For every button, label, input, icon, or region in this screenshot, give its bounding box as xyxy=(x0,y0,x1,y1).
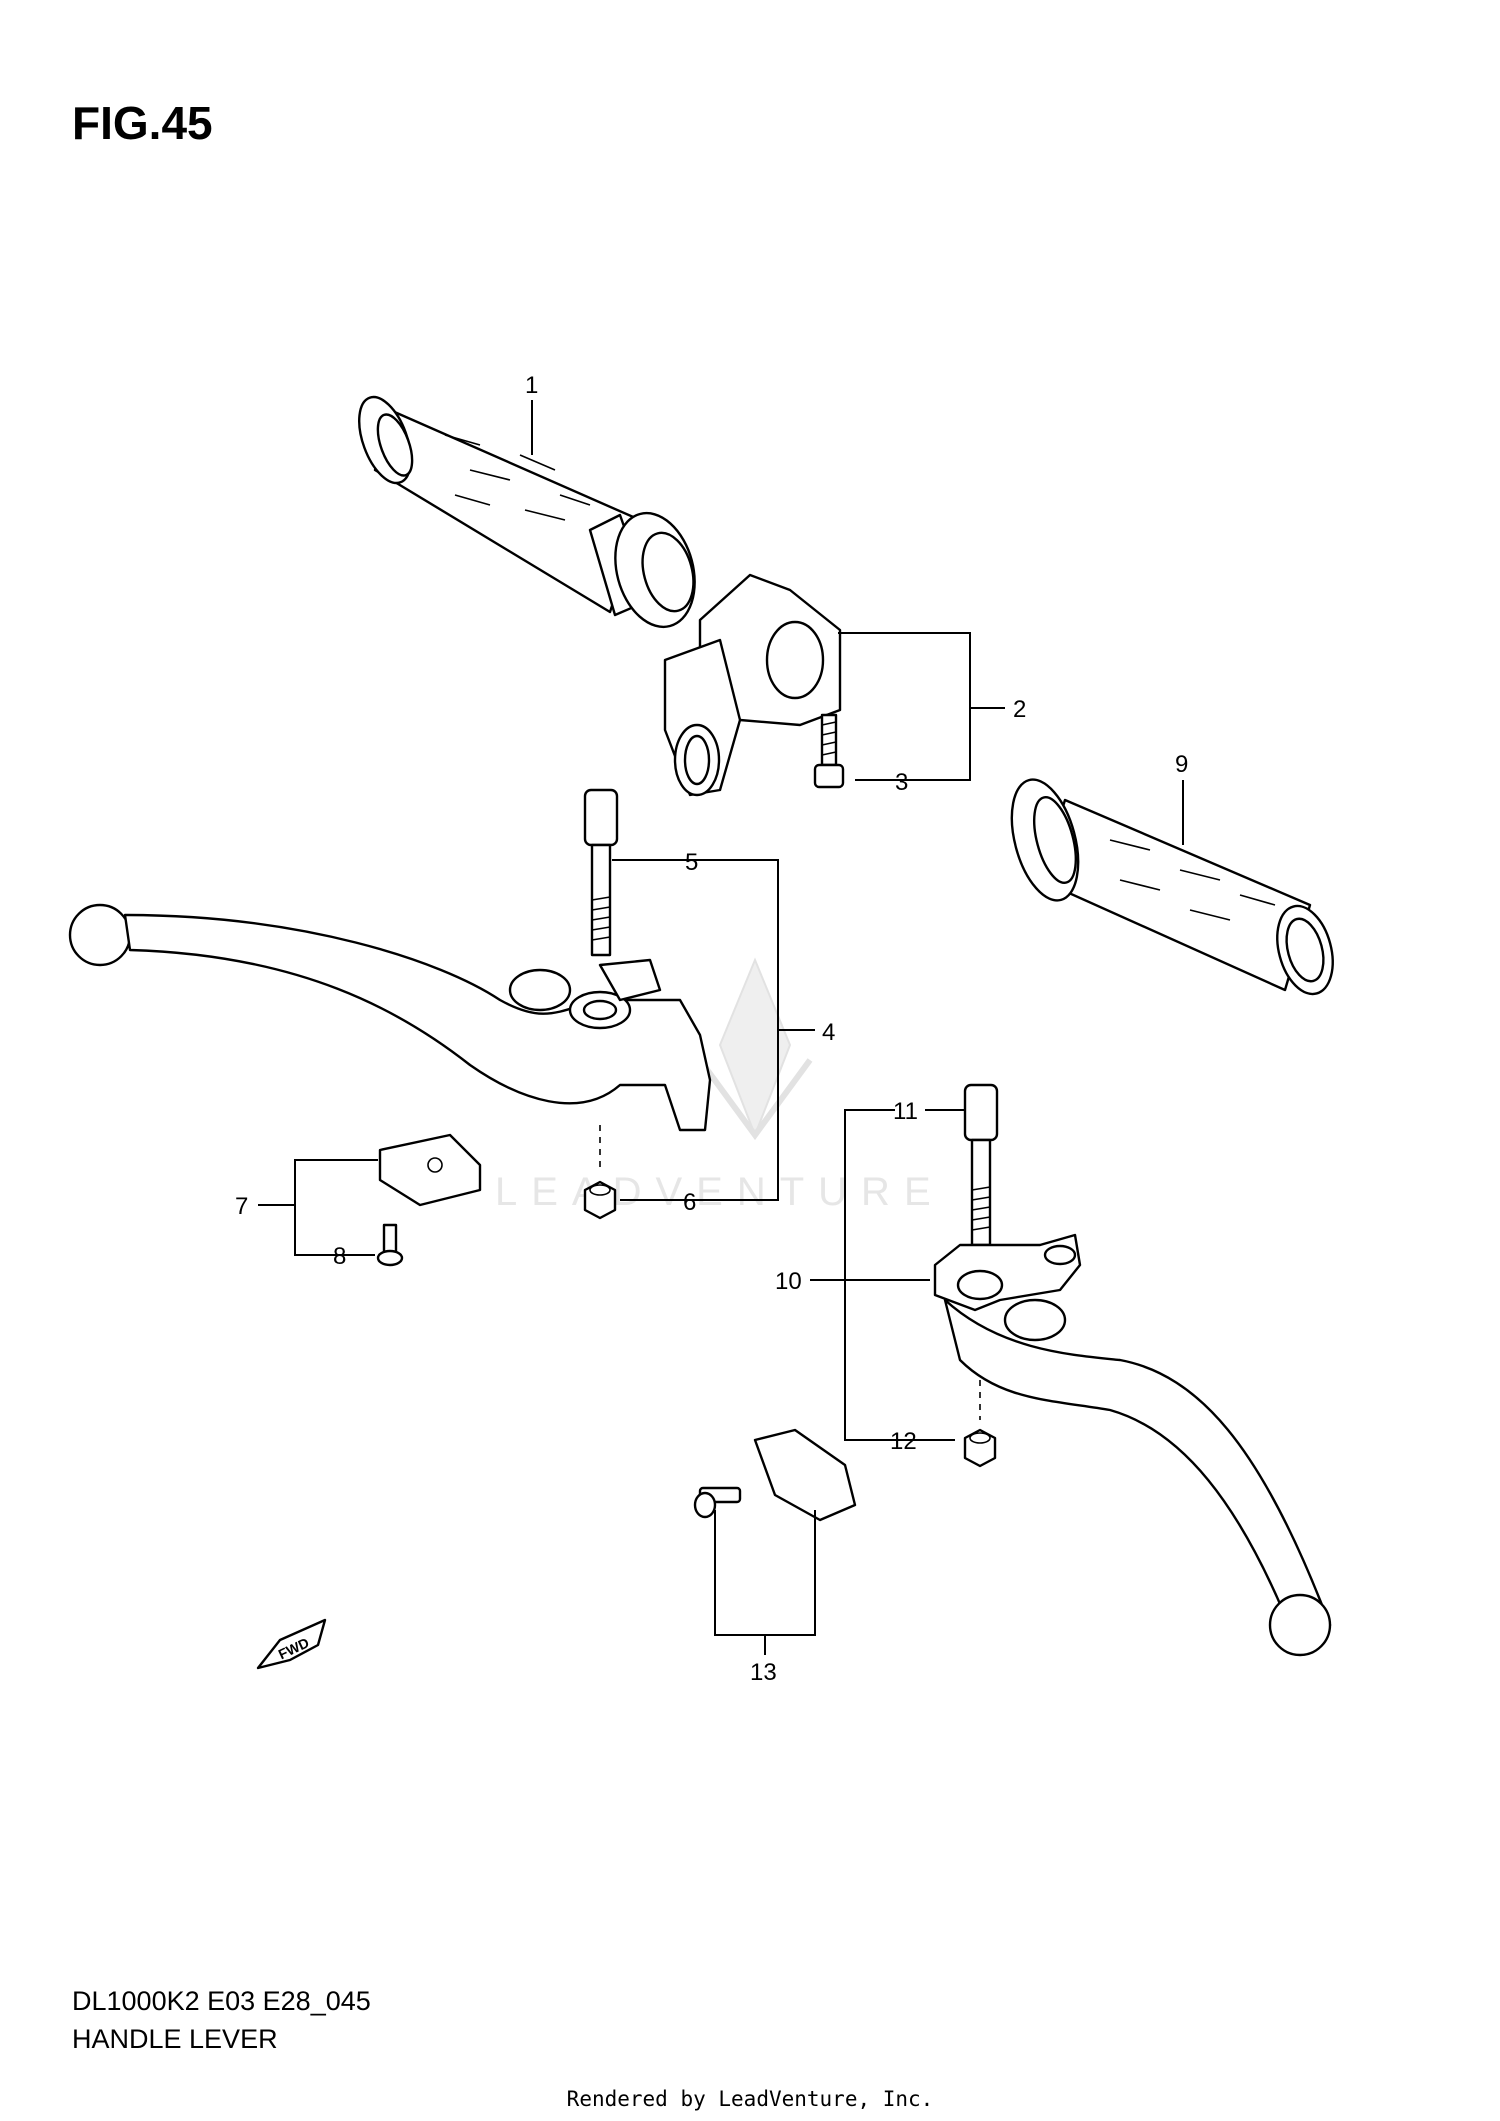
callout-labels: 1 2 3 4 5 6 7 8 9 10 11 12 13 xyxy=(235,372,1188,1686)
callout-6: 6 xyxy=(683,1189,696,1216)
part-6-nut[interactable] xyxy=(583,1125,617,1220)
callout-7: 7 xyxy=(235,1193,248,1220)
callout-9: 9 xyxy=(1175,751,1188,778)
part-8-screw[interactable] xyxy=(376,1223,404,1267)
callout-13: 13 xyxy=(750,1659,777,1686)
part-7-brake-switch[interactable] xyxy=(378,1133,482,1207)
part-1-throttle-grip[interactable] xyxy=(349,390,707,636)
callout-5: 5 xyxy=(685,849,698,876)
part-2-throttle-housing[interactable] xyxy=(663,573,842,797)
figure-title: FIG.45 xyxy=(72,97,213,149)
part-11-pivot-bolt[interactable] xyxy=(963,1083,999,1247)
part-4-brake-lever[interactable] xyxy=(68,903,712,1132)
part-3-screw[interactable] xyxy=(813,713,845,789)
callout-10: 10 xyxy=(775,1268,802,1295)
credit-line: Rendered by LeadVenture, Inc. xyxy=(566,2087,934,2111)
callout-4: 4 xyxy=(822,1019,835,1046)
leader-lines xyxy=(258,400,1184,1655)
callout-12: 12 xyxy=(890,1428,917,1455)
callout-11: 11 xyxy=(893,1098,918,1125)
fwd-arrow-icon: FWD xyxy=(256,1618,327,1670)
section-name: HANDLE LEVER xyxy=(72,2024,278,2054)
part-5-pivot-bolt[interactable] xyxy=(583,788,619,957)
callout-1: 1 xyxy=(525,372,538,399)
callout-3: 3 xyxy=(895,769,908,796)
callout-2: 2 xyxy=(1013,696,1026,723)
part-10-clutch-lever[interactable] xyxy=(933,1233,1332,1657)
part-12-nut[interactable] xyxy=(963,1380,997,1468)
part-9-left-grip[interactable] xyxy=(1000,772,1342,1000)
model-code: DL1000K2 E03 E28_045 xyxy=(72,1986,371,2016)
part-13-clutch-switch[interactable] xyxy=(693,1428,857,1522)
watermark-text: LEADVENTURE xyxy=(495,1170,945,1214)
callout-8: 8 xyxy=(333,1243,346,1270)
watermark: LEADVENTURE xyxy=(495,957,945,1214)
